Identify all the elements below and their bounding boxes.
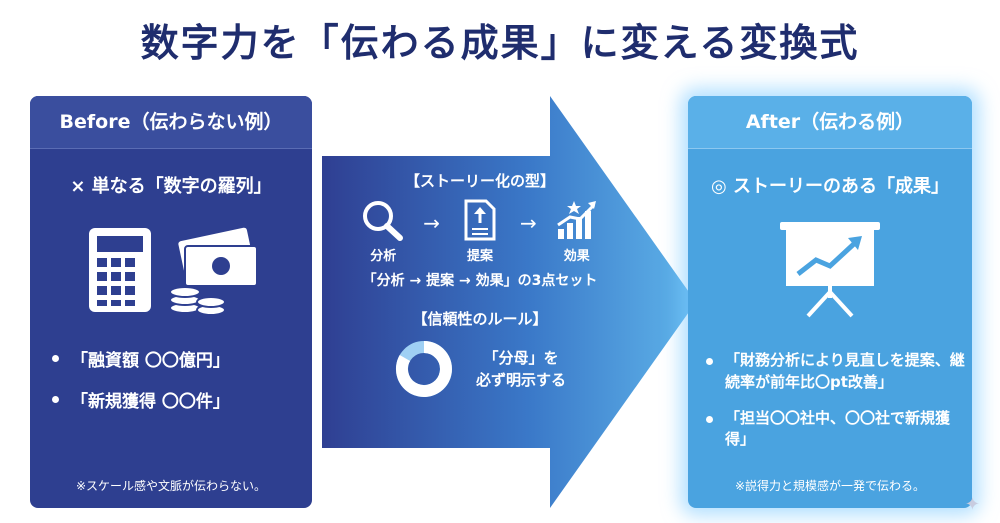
arrow-icon: → bbox=[423, 211, 440, 235]
donut-chart-icon bbox=[395, 341, 452, 397]
list-item: 「融資額 〇〇億円」 bbox=[52, 346, 302, 371]
after-note: ※説得力と規模感が一発で伝わる。 bbox=[734, 479, 926, 493]
magnifier-icon bbox=[363, 201, 404, 241]
transform-arrow bbox=[322, 96, 696, 508]
conversion-content: 【ストーリー化の型】 分析 → 提案 → bbox=[330, 170, 630, 399]
before-heading: Before（伝わらない例） bbox=[30, 96, 312, 149]
money-icon bbox=[169, 227, 258, 316]
before-icons bbox=[85, 224, 275, 324]
after-list: 「財務分析により見直しを提案、継続率が前年比〇pt改善」 「担当〇〇社中、〇〇社… bbox=[706, 350, 966, 465]
calculator-icon bbox=[89, 228, 151, 312]
list-item: 「担当〇〇社中、〇〇社で新規獲得」 bbox=[706, 408, 966, 452]
step-proposal: 提案 bbox=[448, 199, 512, 264]
step-analysis: 分析 bbox=[351, 199, 415, 264]
page-title: 数字力を「伝わる成果」に変える変換式 bbox=[140, 21, 860, 65]
bullet-icon bbox=[52, 355, 59, 362]
bullet-icon bbox=[706, 358, 713, 365]
story-title: 【ストーリー化の型】 bbox=[404, 172, 555, 190]
document-icon bbox=[464, 199, 496, 241]
growth-chart-icon bbox=[556, 201, 596, 239]
before-subheading: × 単なる「数字の羅列」 bbox=[70, 176, 272, 197]
before-list: 「融資額 〇〇億円」 「新規獲得 〇〇件」 bbox=[52, 346, 302, 428]
list-item: 「財務分析により見直しを提案、継続率が前年比〇pt改善」 bbox=[706, 350, 966, 394]
after-heading: After（伝わる例） bbox=[688, 96, 972, 149]
before-panel: Before（伝わらない例） × 単なる「数字の羅列」 bbox=[30, 96, 312, 508]
bullet-icon bbox=[706, 415, 713, 423]
sparkle-icon: ✦ bbox=[964, 494, 980, 515]
rule-text: 「分母」を 必ず明示する bbox=[475, 348, 566, 390]
bullet-icon bbox=[52, 396, 59, 403]
list-item: 「新規獲得 〇〇件」 bbox=[52, 387, 302, 412]
rule-title: 【信頼性のルール】 bbox=[412, 310, 548, 328]
arrow-icon: → bbox=[520, 211, 537, 235]
three-point-set: 「分析 → 提案 → 効果」の3点セット bbox=[362, 273, 598, 289]
rule-row: 「分母」を 必ず明示する bbox=[330, 339, 630, 399]
step-effect: 効果 bbox=[545, 199, 609, 264]
after-panel: After（伝わる例） ◎ ストーリーのある「成果」 「財務分析により見直しを提… bbox=[688, 96, 972, 508]
story-flow: 分析 → 提案 → 効果 bbox=[330, 199, 630, 264]
presentation-board-icon bbox=[778, 220, 882, 324]
before-note: ※スケール感や文脈が伝わらない。 bbox=[75, 479, 267, 493]
after-subheading: ◎ ストーリーのある「成果」 bbox=[711, 176, 949, 197]
